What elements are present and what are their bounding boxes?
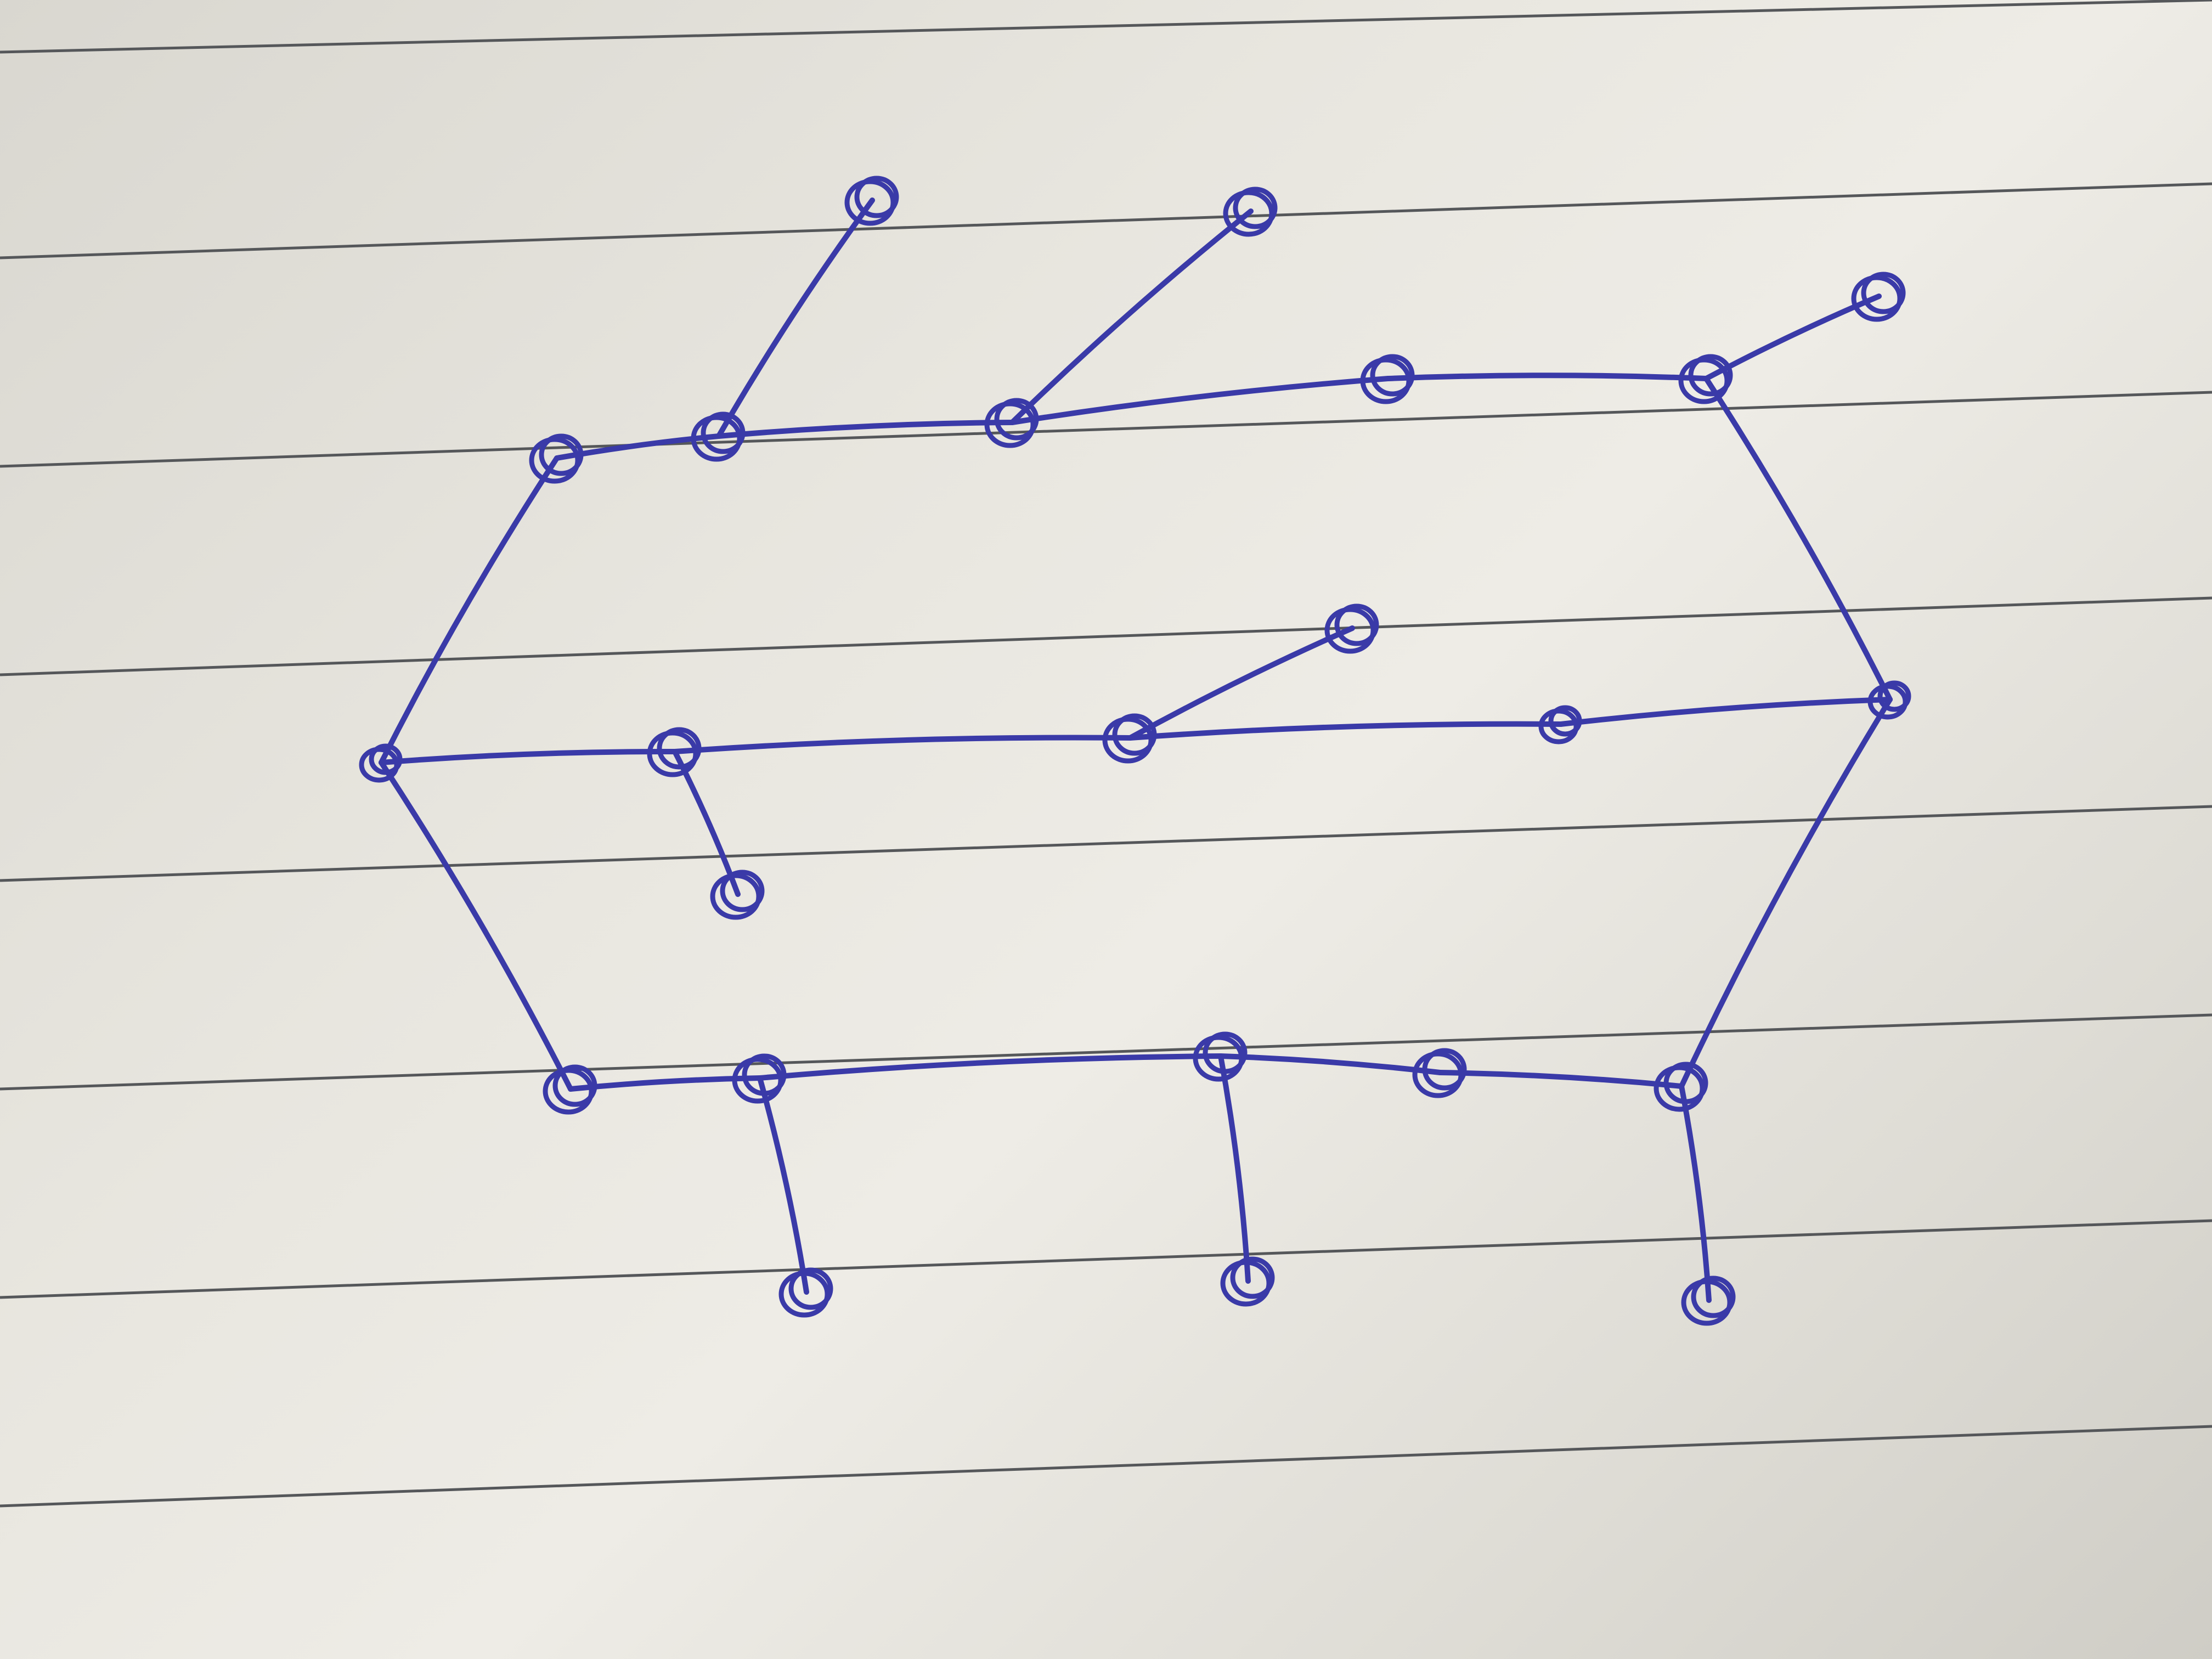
node-a1 [529, 433, 584, 484]
node-lc2 [778, 1267, 833, 1318]
node-circle [552, 1064, 597, 1107]
node-circle [1422, 1048, 1467, 1091]
ruled-line [0, 1425, 2212, 1508]
node-circle [1877, 680, 1911, 712]
edge-a4-a5 [1385, 373, 1709, 381]
graph-labels: S t [165, 795, 1925, 925]
node-circle [1861, 272, 1906, 314]
edge-a2-a3 [716, 420, 1015, 439]
node-circle [1230, 1256, 1275, 1299]
node-a4 [1360, 354, 1415, 404]
ruled-line [0, 805, 2212, 882]
edge-c4-c5 [1437, 1070, 1684, 1089]
node-lb3 [1324, 603, 1379, 654]
node-c5 [1654, 1062, 1708, 1112]
node-s [359, 743, 403, 783]
node-la3 [1223, 187, 1278, 237]
node-c4 [1412, 1048, 1467, 1098]
edge-c1-c2 [568, 1075, 763, 1092]
node-lc5 [1681, 1276, 1736, 1326]
ruled-line [0, 1219, 2212, 1299]
node-a5 [1678, 354, 1733, 404]
node-la5 [1851, 272, 1906, 322]
node-circle [1112, 713, 1157, 756]
node-circle [657, 727, 702, 770]
node-circle [1334, 603, 1379, 646]
edge-s-c1 [379, 760, 573, 1092]
edge-b3-t [1558, 697, 1893, 727]
ruled-line [0, 1013, 2212, 1091]
node-lc3 [1220, 1256, 1275, 1307]
node-b1 [647, 727, 702, 777]
edge-c5-lc5 [1679, 1084, 1712, 1303]
edge-s-a1 [379, 455, 560, 765]
ruled-lines [0, 0, 2212, 1508]
node-c1 [543, 1064, 597, 1115]
node-circle [994, 398, 1039, 441]
ruled-line [0, 0, 2212, 54]
node-circle [1370, 354, 1415, 397]
node-circle [742, 1053, 787, 1096]
node-circle [701, 411, 746, 454]
node-circle [359, 747, 399, 783]
node-circle [1688, 354, 1733, 397]
edge-c2-lc2 [757, 1075, 809, 1295]
node-circle [369, 743, 403, 775]
edge-c2-c3 [757, 1053, 1223, 1081]
edge-s-b1 [379, 748, 678, 765]
node-c3 [1193, 1031, 1248, 1082]
edge-a2-la2 [716, 198, 875, 439]
node-b3 [1538, 705, 1582, 744]
edge-b2-b3 [1127, 721, 1564, 741]
node-circle [1233, 187, 1278, 229]
edge-a3-a4 [1009, 376, 1391, 425]
graph-nodes [359, 176, 1911, 1326]
node-circle [788, 1267, 833, 1310]
node-circle [539, 433, 584, 476]
node-circle [1691, 1276, 1736, 1318]
edge-b1-b2 [672, 735, 1133, 754]
ruled-line [0, 596, 2212, 676]
node-circle [1203, 1031, 1248, 1074]
edge-a5-t [1703, 376, 1893, 702]
edge-a5-la5 [1703, 294, 1882, 381]
graph-edges [379, 198, 1893, 1303]
node-a3 [984, 398, 1039, 448]
node-circle [720, 870, 765, 912]
node-la2 [844, 176, 899, 226]
edge-a3-la3 [1009, 208, 1254, 425]
edge-b2-lb3 [1127, 625, 1355, 741]
node-c2 [732, 1053, 787, 1104]
node-circle [1548, 705, 1582, 737]
ruled-line [0, 182, 2212, 259]
node-b2 [1102, 713, 1157, 764]
edge-c3-c4 [1218, 1053, 1443, 1075]
node-circle [1663, 1062, 1708, 1104]
edge-c5-t [1679, 697, 1893, 1089]
edge-c3-lc3 [1218, 1053, 1251, 1284]
node-circle [854, 176, 899, 218]
sink-label: t [1887, 795, 1925, 892]
node-a2 [691, 411, 746, 462]
node-t [1867, 680, 1911, 720]
node-lb1 [710, 870, 765, 920]
ruled-line [0, 391, 2212, 468]
source-label: S [165, 830, 221, 925]
